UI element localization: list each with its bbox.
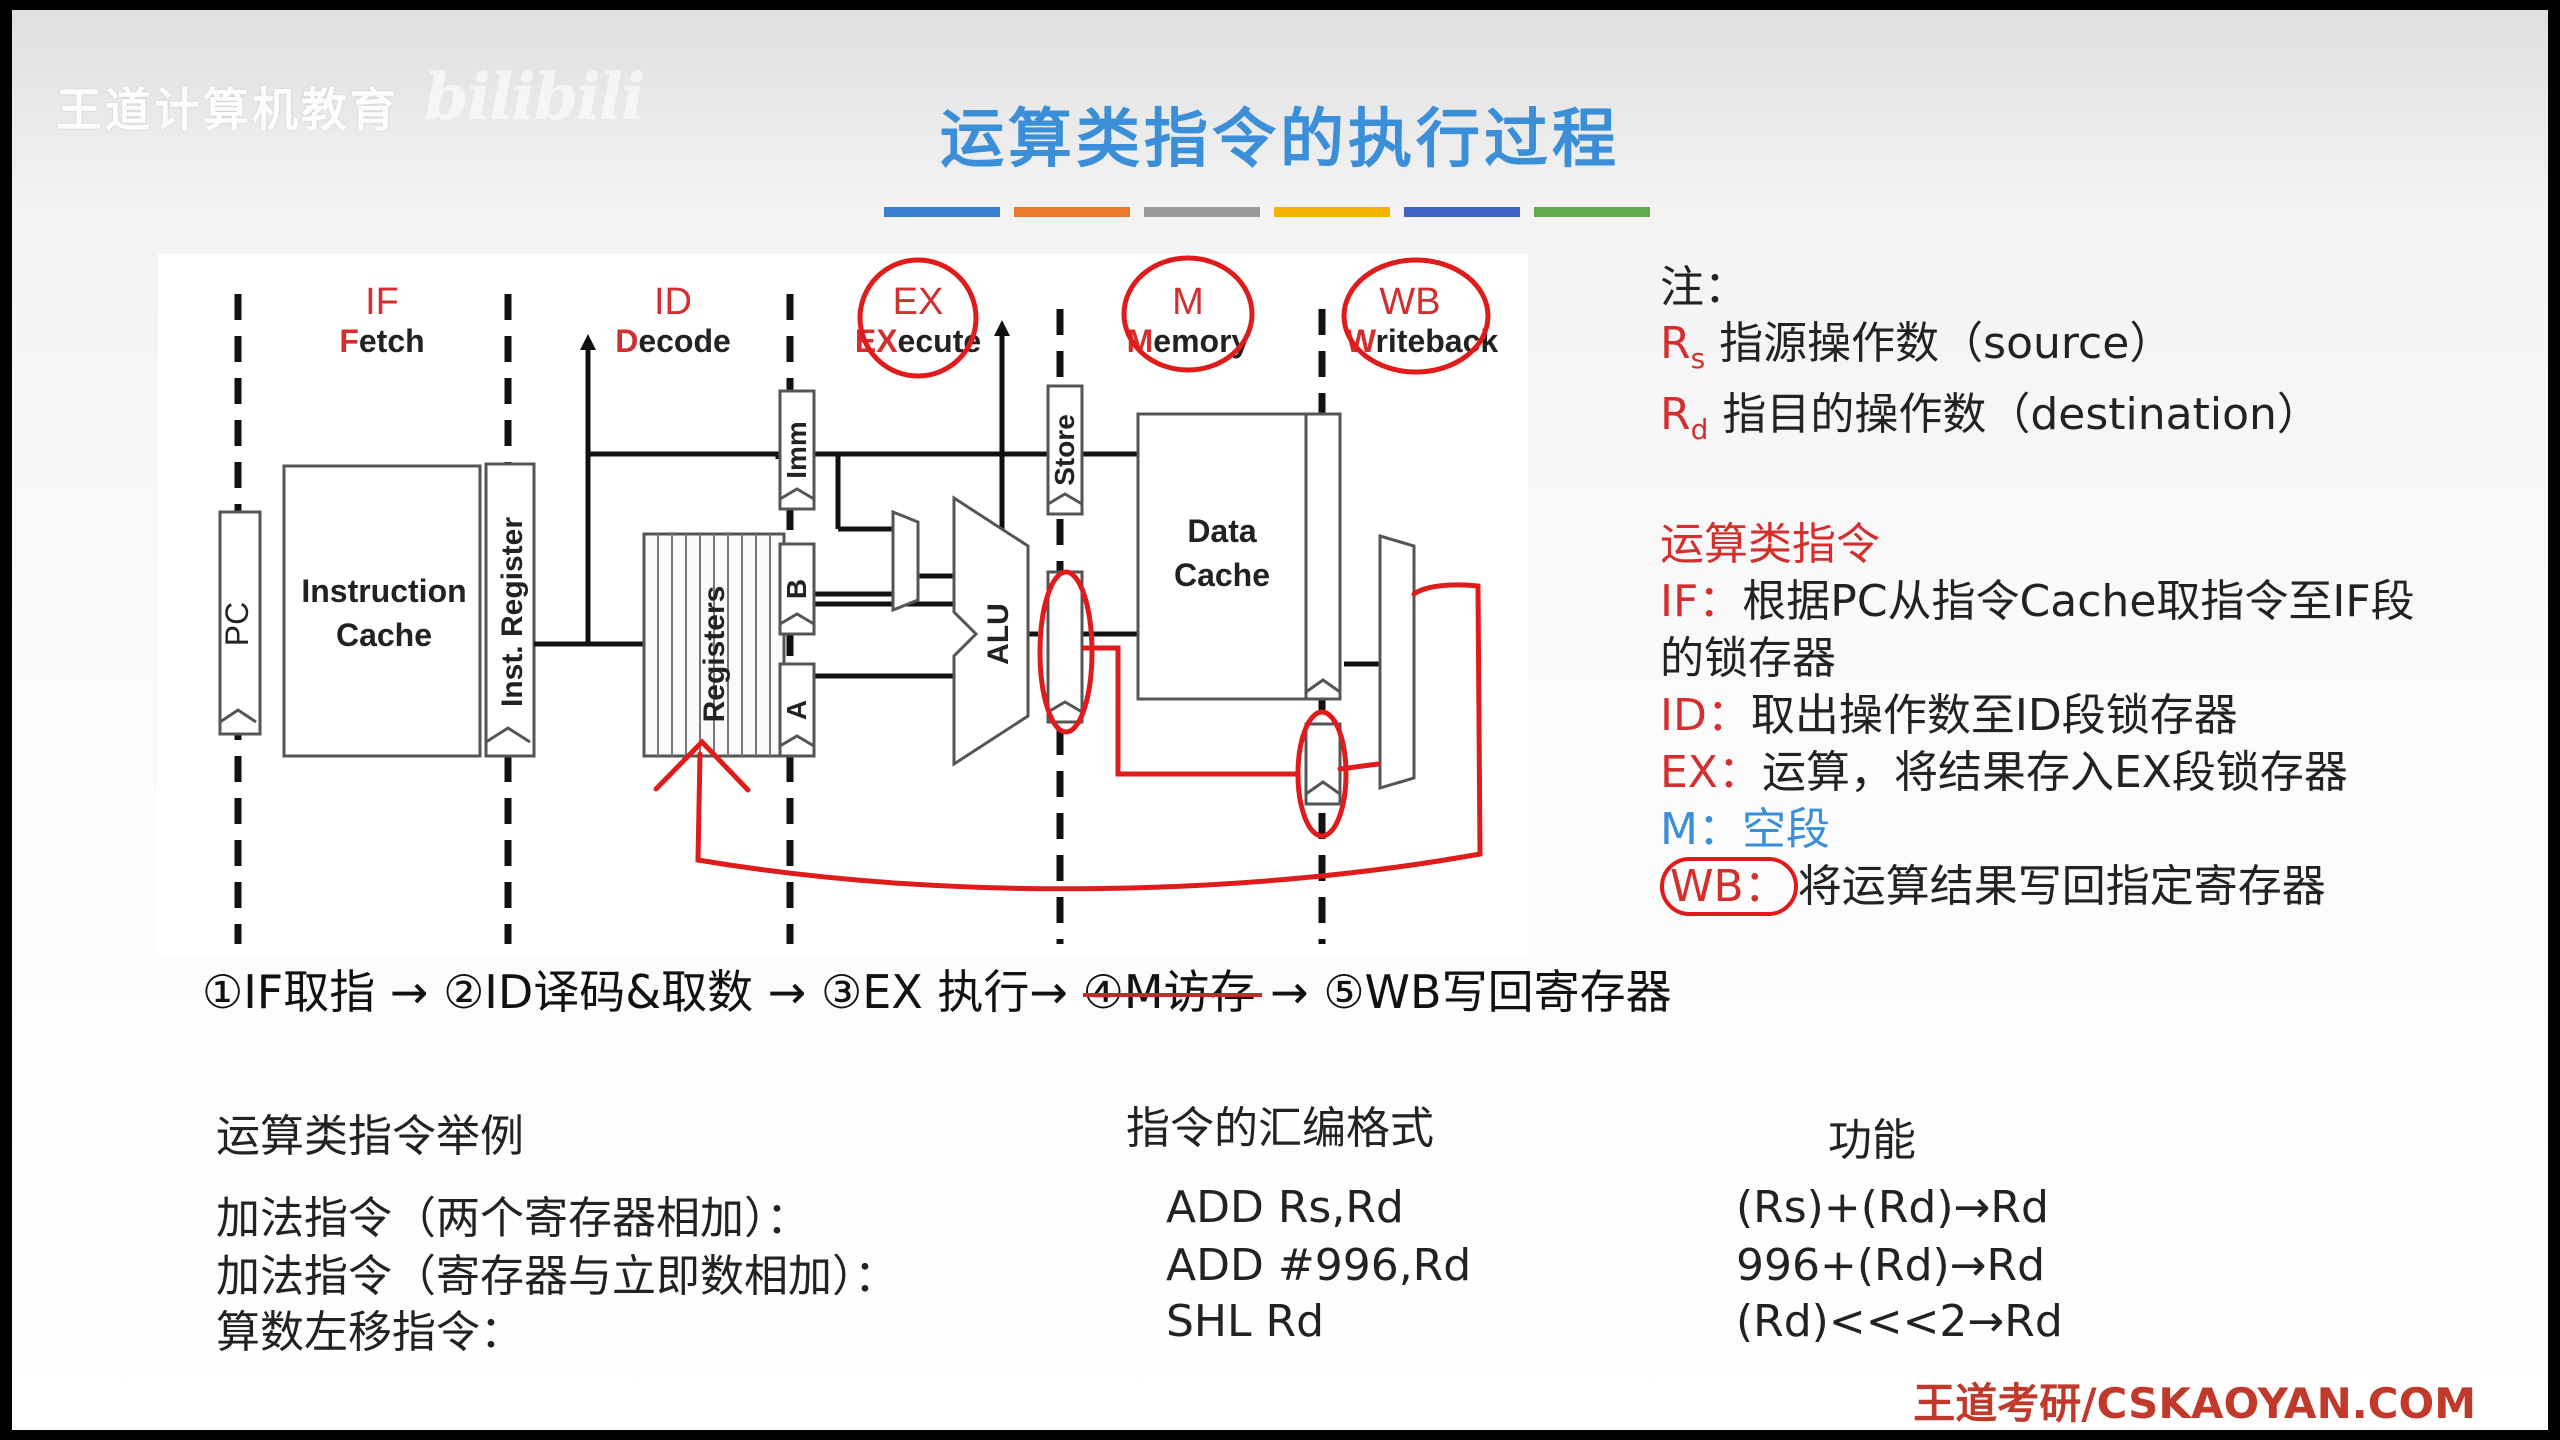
stage-desc-if: IF：根据PC从指令Cache取指令至IF段	[1660, 576, 2415, 627]
circle-m	[1121, 255, 1255, 373]
bilibili-logo-icon: bilibili	[424, 60, 645, 135]
store-label: Store	[1049, 414, 1080, 486]
table-header-function: 功能	[1828, 1115, 1916, 1166]
ex-latches: Store	[1046, 384, 1084, 724]
circle-wb	[1341, 257, 1491, 375]
table-row-1-desc: 加法指令（两个寄存器相加）：	[216, 1193, 810, 1244]
inst-register: Inst. Register	[484, 462, 536, 758]
stage-m-abbr: M	[1172, 281, 1204, 323]
dcache-label-1: Data	[1187, 513, 1257, 549]
a-label: A	[781, 700, 812, 720]
stage-wb-name: Writeback	[1346, 323, 1499, 359]
icache-label-1: Instruction	[301, 573, 466, 609]
pc-register: PC	[218, 510, 262, 736]
flow-arrow-2: →	[767, 965, 807, 1019]
inst-register-label: Inst. Register	[496, 517, 529, 707]
accent-bar-yellow	[1274, 207, 1390, 217]
instruction-cache: Instruction Cache	[282, 464, 482, 758]
circle-ex	[857, 257, 979, 379]
slide: 王道计算机教育 bilibili 运算类指令的执行过程 IF Fetch ID	[12, 10, 2548, 1430]
table-row-2-asm: ADD #996,Rd	[1166, 1240, 1472, 1291]
stage-headers: IF Fetch ID Decode EX EXecute M Memory W…	[339, 281, 1498, 359]
handwritten-annotations	[653, 255, 1491, 892]
flow-arrow-4: →	[1270, 965, 1309, 1019]
stage-id-name: Decode	[615, 323, 731, 359]
alu-label: ALU	[982, 603, 1015, 665]
alu-unit: ALU	[891, 495, 1030, 767]
red-path-writeback	[695, 582, 1483, 892]
red-line-wb	[1337, 761, 1381, 772]
flow-arrow-1: →	[389, 965, 429, 1019]
wb-mux	[1378, 533, 1416, 791]
stage-desc-wb: WB：将运算结果写回指定寄存器	[1660, 857, 2415, 916]
stage-if-abbr: IF	[365, 281, 399, 323]
stage-id-abbr: ID	[654, 281, 692, 323]
flow-arrow-3: →	[1029, 965, 1068, 1019]
b-label: B	[781, 579, 812, 599]
table-header-asm: 指令的汇编格式	[1126, 1103, 1434, 1154]
red-arrow-registers	[653, 738, 751, 793]
table-row-1-asm: ADD Rs,Rd	[1166, 1182, 1404, 1233]
accent-bar-green	[1534, 207, 1650, 217]
stage-if-name: Fetch	[339, 323, 424, 359]
icache-label-2: Cache	[336, 617, 432, 653]
accent-bar-blue	[884, 207, 1000, 217]
note-rd: Rd 指目的操作数（destination）	[1660, 388, 2321, 446]
pipeline-diagram: IF Fetch ID Decode EX EXecute M Memory W…	[158, 254, 1528, 954]
data-cache: Data Cache	[1136, 412, 1342, 806]
footer-brand: 王道考研/CSKAOYAN.COM	[1913, 1379, 2476, 1428]
notes-heading: 注：	[1660, 262, 1748, 313]
notes-panel: 注： Rs 指源操作数（source） Rd 指目的操作数（destinatio…	[1660, 260, 2321, 458]
table-row-3-func: (Rd)<<<2→Rd	[1736, 1296, 2063, 1347]
stage-description-list: 运算类指令 IF：根据PC从指令Cache取指令至IF段 的锁存器 ID：取出操…	[1660, 516, 2415, 916]
flow-step-m: ④M访存	[1082, 965, 1256, 1019]
flow-step-if: ①IF取指	[202, 965, 376, 1019]
table-row-2-func: 996+(Rd)→Rd	[1736, 1240, 2046, 1291]
watermark-text: 王道计算机教育	[56, 83, 399, 137]
pipeline-flow: ①IF取指 → ②ID译码&取数 → ③EX 执行→ ④M访存 → ⑤WB写回寄…	[202, 956, 1672, 1022]
register-file: Registers	[642, 532, 786, 758]
circle-ex-result	[1037, 569, 1095, 735]
flow-step-wb: ⑤WB写回寄存器	[1323, 965, 1672, 1019]
table-row-3-asm: SHL Rd	[1166, 1296, 1325, 1347]
stage-wb-abbr: WB	[1379, 281, 1440, 323]
note-rs: Rs 指源操作数（source）	[1660, 318, 2174, 375]
flow-step-ex: ③EX 执行	[820, 965, 1030, 1019]
flow-step-id: ②ID译码&取数	[443, 965, 754, 1019]
dcache-label-2: Cache	[1174, 557, 1270, 593]
stage-desc-ex: EX：运算，将结果存入EX段锁存器	[1660, 747, 2348, 798]
accent-bar-gray	[1144, 207, 1260, 217]
imm-label: Imm	[781, 421, 812, 479]
stage-desc-m: M：空段	[1660, 804, 1830, 855]
stage-desc-id: ID：取出操作数至ID段锁存器	[1660, 690, 2238, 741]
table-row-3-desc: 算数左移指令：	[216, 1307, 524, 1358]
table-header-examples: 运算类指令举例	[216, 1111, 524, 1162]
registers-label: Registers	[698, 586, 731, 723]
red-path-ex-to-wb	[1081, 645, 1301, 777]
id-latches: Imm B A	[778, 389, 816, 758]
stage-desc-if-cont: 的锁存器	[1660, 633, 1836, 684]
page-title: 运算类指令的执行过程	[940, 103, 1620, 177]
table-row-2-desc: 加法指令（寄存器与立即数相加）：	[216, 1251, 898, 1302]
arrow-heads	[580, 320, 1010, 350]
accent-bar-navy	[1404, 207, 1520, 217]
stage-ex-abbr: EX	[893, 281, 944, 323]
pc-label: PC	[219, 602, 255, 646]
stage-list-heading: 运算类指令	[1660, 519, 1880, 570]
accent-color-bar	[884, 207, 1650, 217]
table-row-1-func: (Rs)+(Rd)→Rd	[1736, 1182, 2049, 1233]
accent-bar-orange	[1014, 207, 1130, 217]
